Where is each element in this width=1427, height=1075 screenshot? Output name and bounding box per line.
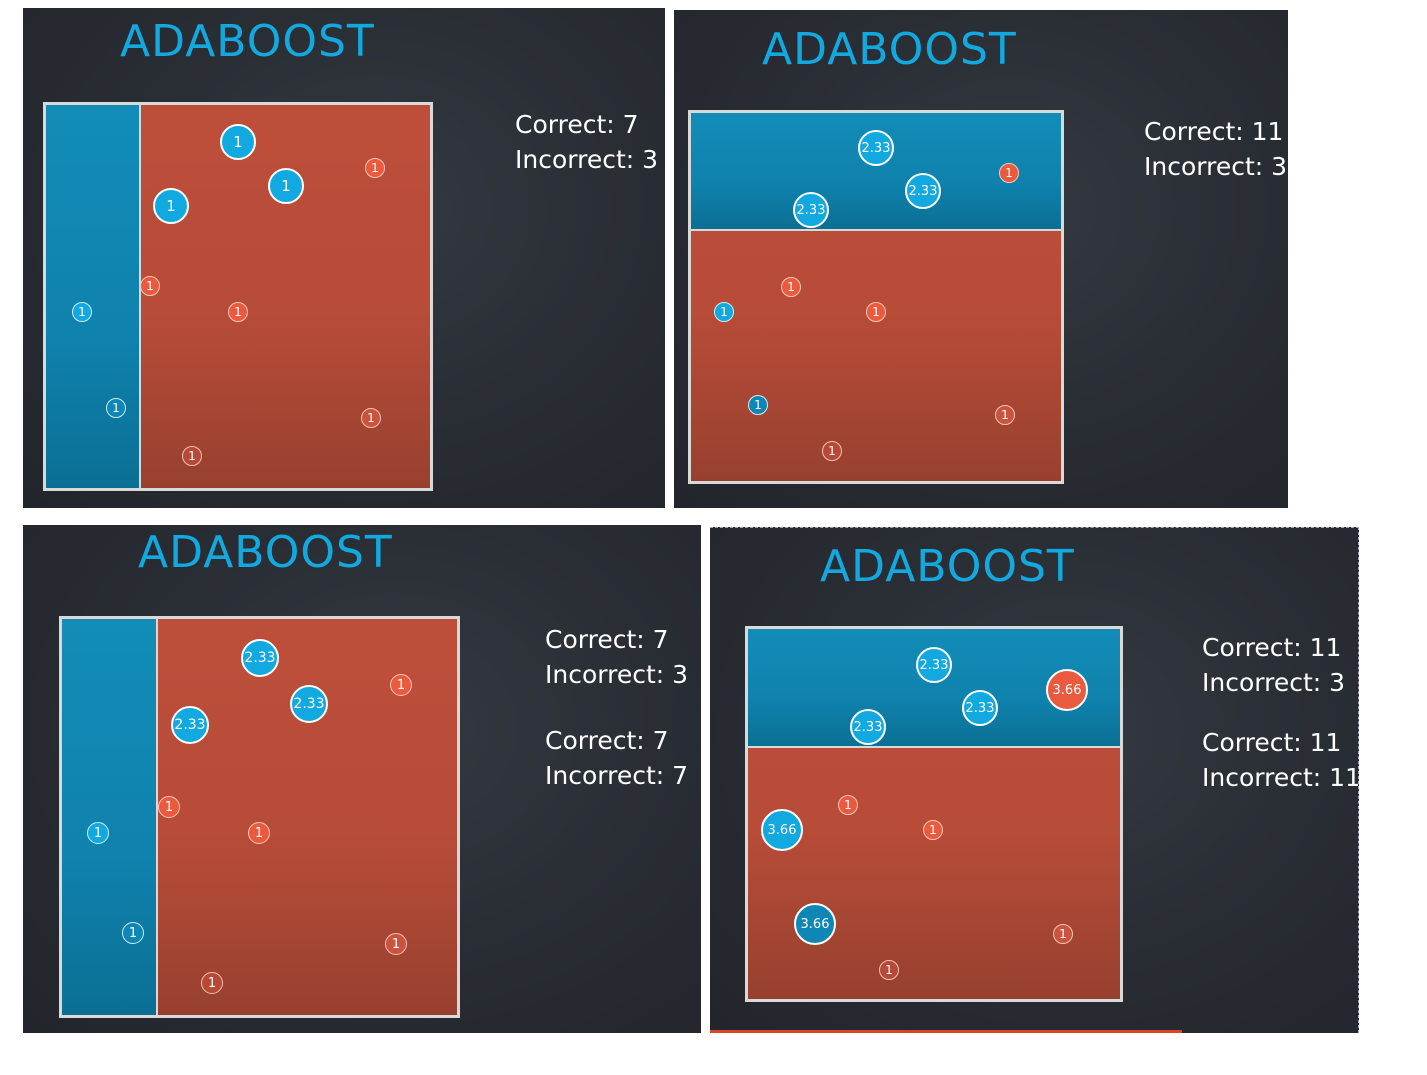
red-point: 1 bbox=[182, 446, 202, 466]
red-point: 1 bbox=[361, 408, 381, 428]
blue-point: 2.33 bbox=[858, 130, 894, 166]
blue-point: 3.66 bbox=[761, 809, 803, 851]
score-group: Correct: 7 Incorrect: 3 bbox=[515, 107, 658, 177]
blue-point: 2.33 bbox=[850, 709, 886, 745]
panel-2: ADABOOST 2.33 2.33 2.33 1 1 1 1 1 1 1 Co… bbox=[674, 10, 1288, 508]
blue-point: 2.33 bbox=[962, 690, 998, 726]
incorrect-count: Incorrect: 7 bbox=[545, 761, 689, 790]
decision-boundary bbox=[691, 229, 1061, 231]
blue-point: 2.33 bbox=[171, 706, 209, 744]
blue-point: 2.33 bbox=[241, 639, 279, 677]
red-point: 1 bbox=[365, 158, 385, 178]
correct-count: Correct: 11 bbox=[1144, 117, 1284, 146]
panel-title: ADABOOST bbox=[762, 24, 1017, 75]
correct-count: Correct: 11 bbox=[1202, 633, 1342, 662]
incorrect-count: Incorrect: 11 bbox=[1202, 763, 1359, 792]
red-point: 1 bbox=[248, 822, 270, 844]
blue-point: 1 bbox=[220, 124, 256, 160]
blue-region bbox=[46, 105, 139, 488]
decision-boundary bbox=[748, 746, 1120, 748]
panel-title: ADABOOST bbox=[138, 527, 393, 578]
blue-point: 1 bbox=[153, 188, 189, 224]
panel-3: ADABOOST 2.33 2.33 2.33 1 1 1 1 1 1 1 Co… bbox=[23, 525, 701, 1033]
red-point: 1 bbox=[822, 441, 842, 461]
red-point: 1 bbox=[140, 276, 160, 296]
blue-point: 1 bbox=[106, 398, 126, 418]
score-group: Correct: 11 Incorrect: 3 bbox=[1202, 630, 1345, 700]
panel-1: ADABOOST 1 1 1 1 1 1 1 1 1 1 Correct: 7 … bbox=[23, 8, 665, 508]
score-group: Correct: 7 Incorrect: 7 bbox=[545, 723, 688, 793]
correct-count: Correct: 7 bbox=[515, 110, 639, 139]
score-group: Correct: 11 Incorrect: 11 bbox=[1202, 725, 1359, 795]
correct-count: Correct: 7 bbox=[545, 625, 669, 654]
blue-point: 1 bbox=[268, 168, 304, 204]
decision-boundary bbox=[139, 105, 141, 488]
red-point: 1 bbox=[390, 674, 412, 696]
incorrect-count: Incorrect: 3 bbox=[515, 145, 659, 174]
red-point: 1 bbox=[999, 163, 1019, 183]
red-point: 1 bbox=[866, 302, 886, 322]
blue-point: 2.33 bbox=[793, 192, 829, 228]
panel-title: ADABOOST bbox=[820, 541, 1075, 592]
incorrect-count: Incorrect: 3 bbox=[1144, 152, 1288, 181]
red-point: 1 bbox=[201, 972, 223, 994]
blue-point: 2.33 bbox=[290, 685, 328, 723]
blue-point: 1 bbox=[748, 395, 768, 415]
red-point: 1 bbox=[838, 795, 858, 815]
blue-point: 1 bbox=[72, 302, 92, 322]
incorrect-count: Incorrect: 3 bbox=[1202, 668, 1346, 697]
panel-title: ADABOOST bbox=[120, 16, 375, 67]
red-point: 1 bbox=[923, 820, 943, 840]
blue-point: 2.33 bbox=[916, 647, 952, 683]
score-group: Correct: 7 Incorrect: 3 bbox=[545, 622, 688, 692]
red-point: 1 bbox=[228, 302, 248, 322]
decision-boundary bbox=[156, 619, 158, 1015]
correct-count: Correct: 7 bbox=[545, 726, 669, 755]
red-point: 1 bbox=[1053, 924, 1073, 944]
red-point: 1 bbox=[385, 933, 407, 955]
panel-4: ADABOOST 2.33 2.33 2.33 3.66 1 3.66 1 3.… bbox=[710, 527, 1359, 1033]
red-point: 1 bbox=[158, 796, 180, 818]
red-point: 3.66 bbox=[1046, 669, 1088, 711]
blue-point: 1 bbox=[87, 822, 109, 844]
blue-point: 1 bbox=[714, 302, 734, 322]
progress-line bbox=[710, 1030, 1182, 1033]
red-point: 1 bbox=[879, 960, 899, 980]
red-point: 1 bbox=[781, 277, 801, 297]
correct-count: Correct: 11 bbox=[1202, 728, 1342, 757]
incorrect-count: Incorrect: 3 bbox=[545, 660, 689, 689]
blue-region bbox=[62, 619, 156, 1015]
blue-point: 1 bbox=[122, 922, 144, 944]
blue-point: 3.66 bbox=[794, 903, 836, 945]
blue-point: 2.33 bbox=[905, 173, 941, 209]
score-group: Correct: 11 Incorrect: 3 bbox=[1144, 114, 1287, 184]
red-point: 1 bbox=[995, 405, 1015, 425]
